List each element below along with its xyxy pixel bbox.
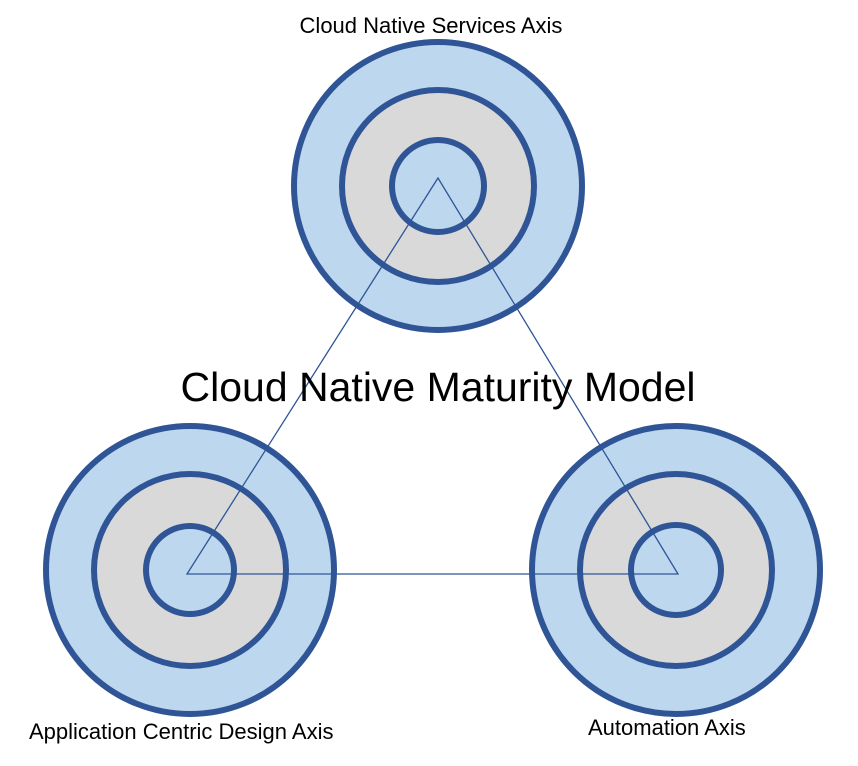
cloud-native-services-axis-label: Cloud Native Services Axis (299, 13, 563, 38)
target-top (291, 39, 585, 333)
automation-axis-label: Automation Axis (588, 715, 746, 740)
diagram-title: Cloud Native Maturity Model (180, 364, 696, 410)
axes-triangle (185, 176, 680, 575)
target-top-inner-ring (389, 137, 487, 235)
application-centric-design-axis-label: Application Centric Design Axis (29, 719, 334, 744)
